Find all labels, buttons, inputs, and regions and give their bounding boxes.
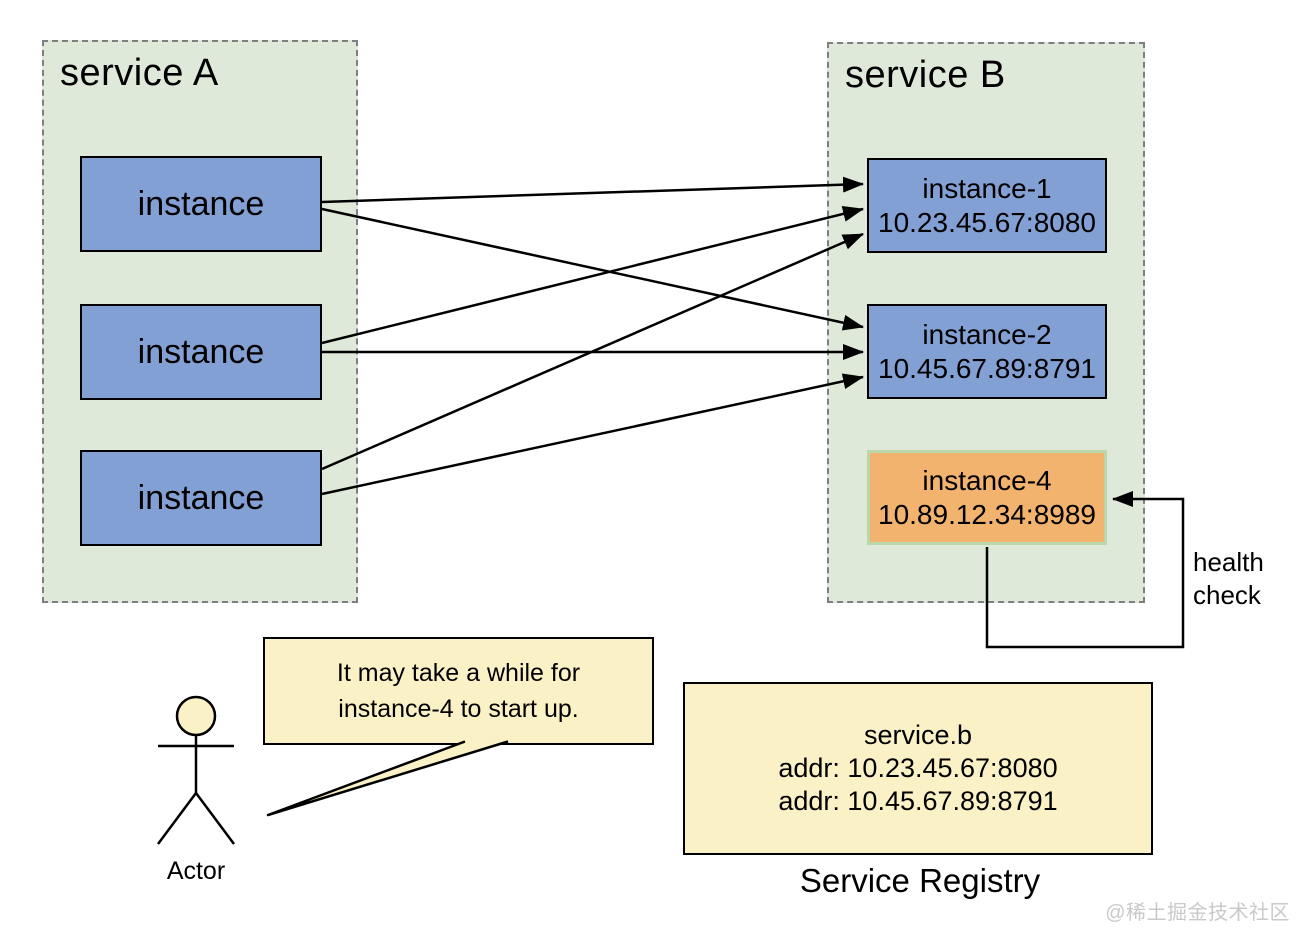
instance-label: instance <box>137 478 265 517</box>
service-a-instance-3: instance <box>80 450 322 546</box>
registry-addr-2: addr: 10.45.67.89:8791 <box>778 786 1058 816</box>
instance-name: instance-1 <box>922 172 1052 204</box>
service-b-title: service B <box>845 54 1006 96</box>
arrow-a3-to-instance-1 <box>321 232 864 471</box>
actor-icon <box>156 695 236 845</box>
instance-addr: 10.89.12.34:8989 <box>878 498 1096 530</box>
instance-label: instance <box>137 332 265 371</box>
speech-bubble-tail <box>266 740 509 817</box>
registry-service-name: service.b <box>863 720 973 750</box>
health-check-line2: check <box>1193 580 1261 610</box>
arrow-a2-to-instance-1 <box>321 206 864 345</box>
actor-label: Actor <box>166 857 226 885</box>
arrow-a1-to-instance-1 <box>321 176 864 204</box>
health-check-label: health check <box>1193 546 1264 612</box>
speech-bubble: It may take a while for instance-4 to st… <box>263 637 654 745</box>
instance-label: instance <box>137 184 265 223</box>
service-b-instance-1-box: instance-1 10.23.45.67:8080 <box>867 158 1107 253</box>
service-b-instance-4-box: instance-4 10.89.12.34:8989 <box>867 450 1107 545</box>
watermark: @稀土掘金技术社区 <box>1105 902 1290 924</box>
service-a-title: service A <box>60 52 219 94</box>
health-check-line1: health <box>1193 547 1264 577</box>
service-b-instance-2-box: instance-2 10.45.67.89:8791 <box>867 304 1107 399</box>
instance-name: instance-4 <box>922 464 1052 496</box>
call-arrows <box>321 176 864 496</box>
instance-name: instance-2 <box>922 318 1052 350</box>
service-registry-box: service.b addr: 10.23.45.67:8080 addr: 1… <box>683 682 1153 855</box>
arrow-a3-to-instance-2 <box>321 373 864 496</box>
registry-addr-1: addr: 10.23.45.67:8080 <box>778 753 1058 783</box>
instance-addr: 10.23.45.67:8080 <box>878 206 1096 238</box>
service-registry-title: Service Registry <box>799 862 1041 899</box>
speech-line1: It may take a while for <box>336 659 581 687</box>
service-a-instance-1: instance <box>80 156 322 252</box>
arrow-a1-to-instance-2 <box>321 207 864 331</box>
service-a-instance-2: instance <box>80 304 322 400</box>
instance-addr: 10.45.67.89:8791 <box>878 352 1096 384</box>
speech-line2: instance-4 to start up. <box>338 695 579 723</box>
